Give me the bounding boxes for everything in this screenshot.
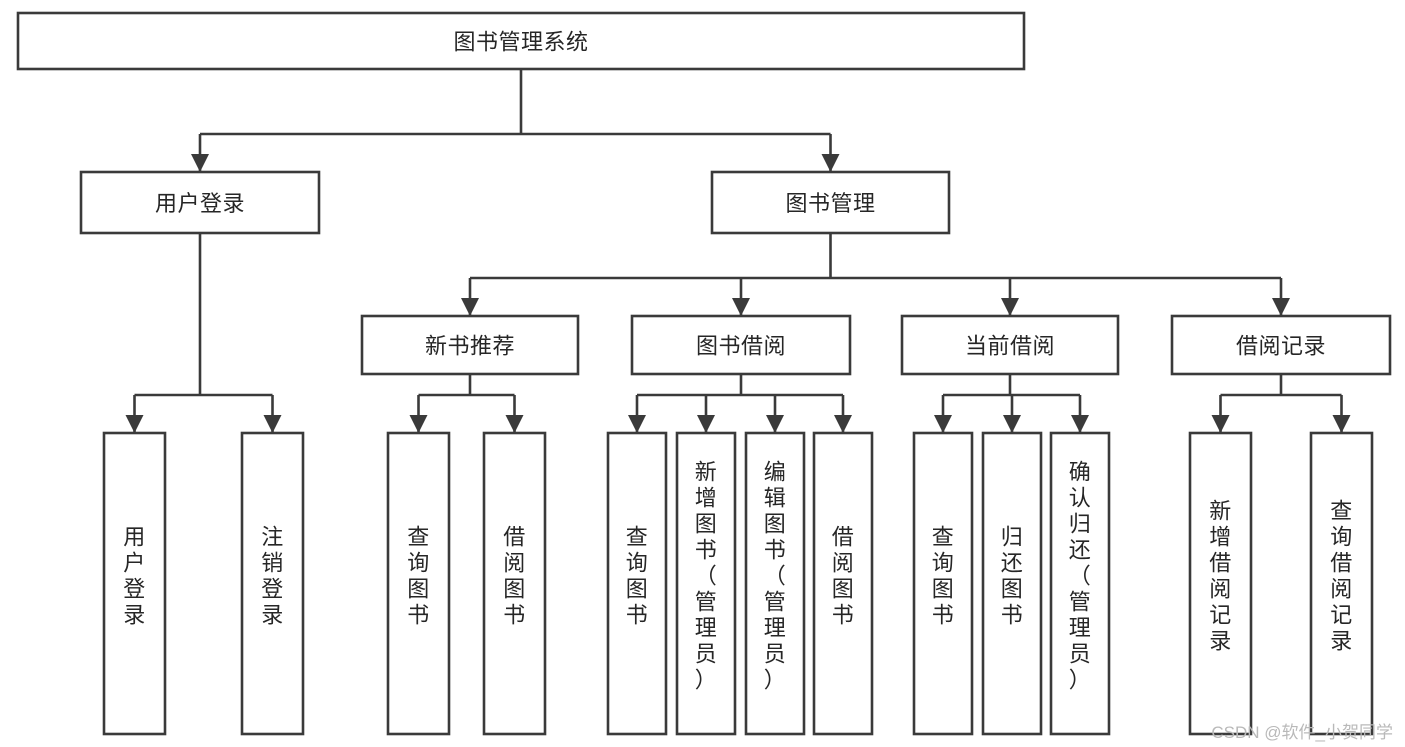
node-label-leaf-logout: 注销登录 xyxy=(261,525,284,628)
arrow-head-icon xyxy=(821,154,840,172)
node-box-leaf-borrow-book xyxy=(812,431,874,736)
arrow-head-icon xyxy=(1003,415,1021,433)
node-leaf-logout[interactable]: 注销登录 xyxy=(240,431,305,736)
node-label-leaf-confirm-return-admin: 确认归还（管理员） xyxy=(1069,460,1092,693)
node-box-book-borrow xyxy=(630,314,852,376)
arrow-head-icon xyxy=(191,154,209,172)
node-leaf-borrow-book-rec[interactable]: 借阅图书 xyxy=(482,431,547,736)
node-box-leaf-confirm-return-admin xyxy=(1049,431,1111,736)
node-label-new-book-recommend: 新书推荐 xyxy=(425,334,515,359)
node-label-leaf-query-borrow-record: 查询借阅记录 xyxy=(1330,499,1353,654)
node-box-leaf-user-login xyxy=(102,431,167,736)
arrow-head-icon xyxy=(263,415,282,433)
edge-group-new-book-recommend xyxy=(409,374,524,433)
node-label-leaf-return-book: 归还图书 xyxy=(1001,525,1024,628)
node-leaf-query-borrow-record[interactable]: 查询借阅记录 xyxy=(1309,431,1374,736)
node-label-root: 图书管理系统 xyxy=(453,30,588,55)
node-label-leaf-borrow-book-rec: 借阅图书 xyxy=(503,525,526,628)
node-box-root xyxy=(16,11,1026,71)
node-label-leaf-edit-book-admin: 编辑图书（管理员） xyxy=(764,460,787,693)
arrow-head-icon xyxy=(628,415,646,433)
node-box-leaf-edit-book-admin xyxy=(744,431,806,736)
edge-group-user-login xyxy=(125,233,282,433)
node-label-leaf-user-login: 用户登录 xyxy=(123,525,146,628)
edge-group-root xyxy=(191,69,840,172)
node-leaf-query-book-borrow[interactable]: 查询图书 xyxy=(606,431,668,736)
node-box-new-book-recommend xyxy=(360,314,580,376)
arrow-head-icon xyxy=(732,298,750,316)
node-leaf-return-book[interactable]: 归还图书 xyxy=(981,431,1043,736)
node-borrow-record[interactable]: 借阅记录 xyxy=(1170,314,1392,376)
arrow-head-icon xyxy=(1272,298,1290,316)
node-label-leaf-query-book-current: 查询图书 xyxy=(932,525,955,628)
node-box-leaf-query-book-current xyxy=(912,431,974,736)
edge-group-current-borrow xyxy=(934,374,1089,433)
node-label-leaf-query-book-rec: 查询图书 xyxy=(407,525,430,628)
node-box-leaf-return-book xyxy=(981,431,1043,736)
node-book-management[interactable]: 图书管理 xyxy=(710,170,951,235)
edge-group-book-borrow xyxy=(628,374,852,433)
node-current-borrow[interactable]: 当前借阅 xyxy=(900,314,1120,376)
node-box-leaf-query-borrow-record xyxy=(1309,431,1374,736)
node-user-login[interactable]: 用户登录 xyxy=(79,170,321,235)
arrow-head-icon xyxy=(1332,415,1351,433)
edge-group-book-management xyxy=(461,233,1290,316)
node-leaf-query-book-current[interactable]: 查询图书 xyxy=(912,431,974,736)
node-book-borrow[interactable]: 图书借阅 xyxy=(630,314,852,376)
node-new-book-recommend[interactable]: 新书推荐 xyxy=(360,314,580,376)
watermark-text: CSDN @软件_小贺同学 xyxy=(1211,723,1393,742)
arrow-head-icon xyxy=(1211,415,1230,433)
arrow-head-icon xyxy=(766,415,784,433)
arrow-head-icon xyxy=(505,415,524,433)
node-box-leaf-add-book-admin xyxy=(675,431,737,736)
arrow-head-icon xyxy=(934,415,952,433)
arrow-head-icon xyxy=(1071,415,1089,433)
node-leaf-borrow-book[interactable]: 借阅图书 xyxy=(812,431,874,736)
edge-group-borrow-record xyxy=(1211,374,1351,433)
node-label-current-borrow: 当前借阅 xyxy=(965,334,1055,359)
node-leaf-add-borrow-record[interactable]: 新增借阅记录 xyxy=(1188,431,1253,736)
node-box-leaf-add-borrow-record xyxy=(1188,431,1253,736)
node-leaf-query-book-rec[interactable]: 查询图书 xyxy=(386,431,451,736)
node-box-user-login xyxy=(79,170,321,235)
arrow-head-icon xyxy=(834,415,852,433)
node-label-borrow-record: 借阅记录 xyxy=(1236,334,1326,359)
node-label-leaf-add-borrow-record: 新增借阅记录 xyxy=(1209,499,1232,654)
node-label-leaf-query-book-borrow: 查询图书 xyxy=(626,525,649,628)
node-label-leaf-borrow-book: 借阅图书 xyxy=(832,525,855,628)
arrow-head-icon xyxy=(461,298,479,316)
edges-layer xyxy=(125,69,1351,433)
arrow-head-icon xyxy=(697,415,715,433)
node-root[interactable]: 图书管理系统 xyxy=(16,11,1026,71)
node-box-book-management xyxy=(710,170,951,235)
node-label-book-management: 图书管理 xyxy=(785,191,875,216)
node-leaf-add-book-admin[interactable]: 新增图书（管理员） xyxy=(675,431,737,736)
node-box-leaf-borrow-book-rec xyxy=(482,431,547,736)
arrow-head-icon xyxy=(409,415,428,433)
node-box-current-borrow xyxy=(900,314,1120,376)
node-label-user-login: 用户登录 xyxy=(155,191,245,216)
node-box-leaf-query-book-borrow xyxy=(606,431,668,736)
node-leaf-edit-book-admin[interactable]: 编辑图书（管理员） xyxy=(744,431,806,736)
node-leaf-user-login[interactable]: 用户登录 xyxy=(102,431,167,736)
arrow-head-icon xyxy=(125,415,144,433)
node-box-leaf-query-book-rec xyxy=(386,431,451,736)
node-box-borrow-record xyxy=(1170,314,1392,376)
arrow-head-icon xyxy=(1001,298,1019,316)
nodes-layer: 图书管理系统用户登录图书管理新书推荐图书借阅当前借阅借阅记录用户登录注销登录查询… xyxy=(16,11,1392,736)
node-label-book-borrow: 图书借阅 xyxy=(696,334,786,359)
node-leaf-confirm-return-admin[interactable]: 确认归还（管理员） xyxy=(1049,431,1111,736)
node-label-leaf-add-book-admin: 新增图书（管理员） xyxy=(695,460,718,693)
node-box-leaf-logout xyxy=(240,431,305,736)
